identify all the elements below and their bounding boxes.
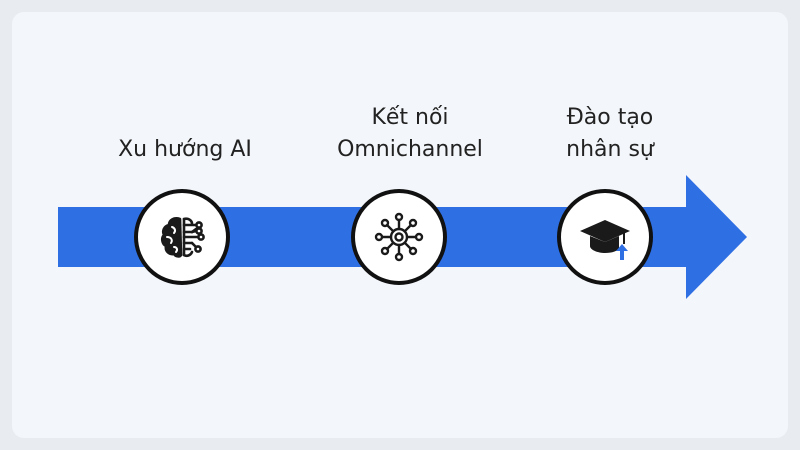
step-label-line: Kết nối — [371, 105, 449, 130]
network-hub-icon — [374, 212, 424, 262]
brain-circuit-icon — [160, 217, 205, 258]
step-label-line: Omnichannel — [337, 137, 483, 162]
step-circle-omnichannel — [351, 189, 447, 285]
step-circle-ai-trends — [134, 189, 230, 285]
step-label-training: Đào tạo nhân sự — [520, 102, 700, 166]
step-label-ai-trends: Xu hướng AI — [95, 134, 275, 166]
up-arrow-icon — [616, 244, 628, 260]
step-label-line: nhân sự — [566, 137, 654, 162]
step-label-line: Đào tạo — [566, 105, 654, 130]
step-label-omnichannel: Kết nối Omnichannel — [320, 102, 500, 166]
step-circle-training — [557, 189, 653, 285]
graduation-cap-icon — [580, 220, 630, 260]
step-label-line: Xu hướng AI — [118, 137, 252, 162]
